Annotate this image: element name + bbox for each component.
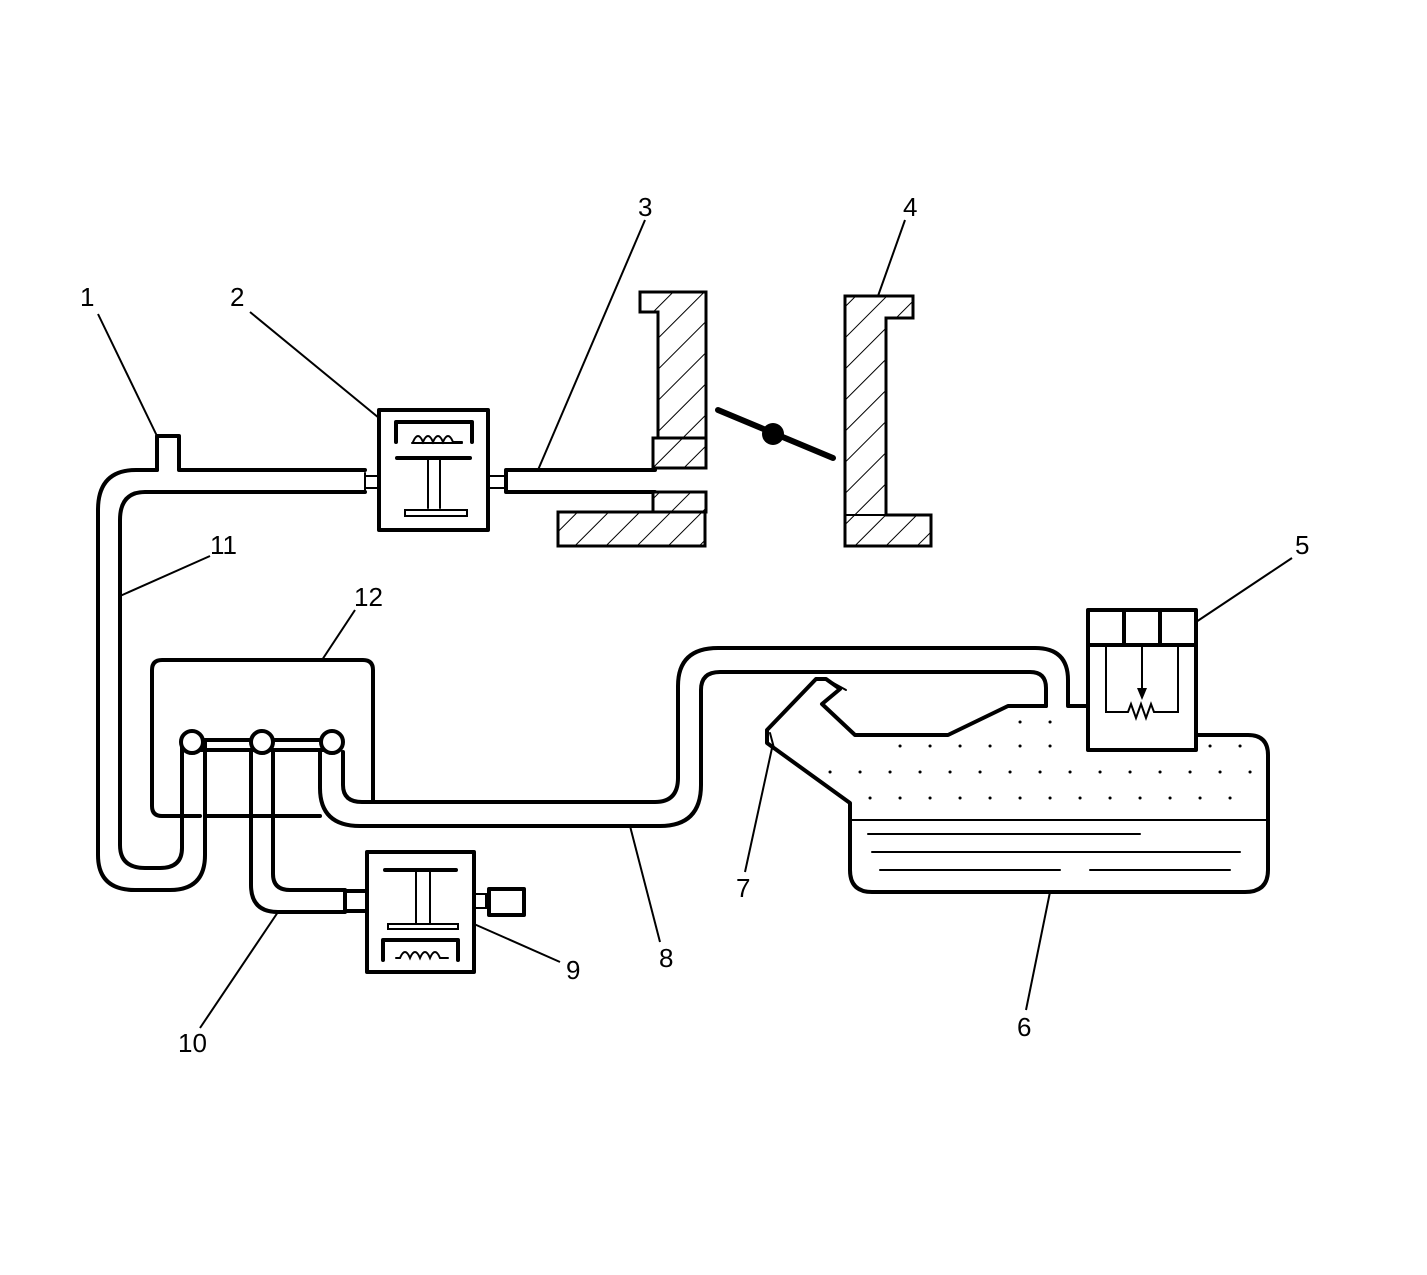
throttle-body-4 (843, 294, 933, 548)
label-7: 7 (736, 873, 750, 903)
callout-labels: 1 2 3 4 5 6 7 8 9 10 11 12 (80, 192, 1309, 1058)
throttle-plate (715, 407, 836, 461)
label-9: 9 (566, 955, 580, 985)
evap-canister (150, 658, 375, 818)
fuel-tank (765, 677, 1270, 894)
label-5: 5 (1295, 530, 1309, 560)
vapor-dots (828, 720, 1252, 800)
label-4: 4 (903, 192, 917, 222)
hose-8 (318, 646, 1090, 828)
filler-neck (825, 678, 847, 691)
fuel-level-lines (867, 833, 1241, 871)
hose-11 (96, 468, 367, 892)
throttle-body-left-wall (556, 290, 708, 548)
label-3: 3 (638, 192, 652, 222)
vent-solenoid-valve (343, 850, 526, 974)
label-12: 12 (354, 582, 383, 612)
tee-fitting-1 (155, 434, 367, 491)
label-11: 11 (210, 530, 237, 560)
label-2: 2 (230, 282, 244, 312)
label-10: 10 (178, 1028, 207, 1058)
hose-3 (504, 468, 657, 494)
label-1: 1 (80, 282, 94, 312)
purge-solenoid-valve (364, 408, 507, 532)
fuel-tank-pressure-sensor (1086, 608, 1198, 752)
hose-10 (249, 750, 347, 914)
label-8: 8 (659, 943, 673, 973)
label-6: 6 (1017, 1012, 1031, 1042)
leader-lines (97, 219, 1293, 1029)
